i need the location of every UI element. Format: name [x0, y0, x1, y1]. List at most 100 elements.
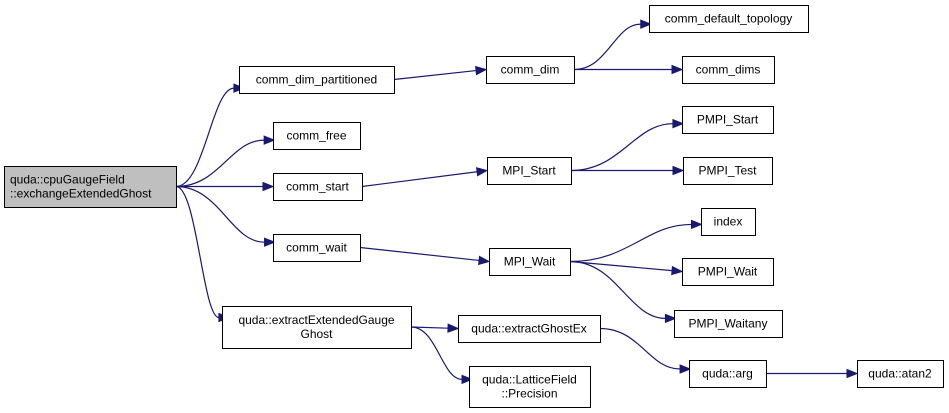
node-pmpi-waitany[interactable]: PMPI_Waitany [674, 310, 783, 338]
arrowhead-icon [672, 118, 685, 129]
edge-comm-start-to-mpi-start [361, 167, 489, 188]
node-box [222, 306, 412, 349]
edge-line [569, 260, 666, 319]
node-comm-start[interactable]: comm_start [273, 173, 363, 201]
arrowhead-icon [263, 135, 276, 145]
node-label: PMPI_Wait [698, 265, 758, 279]
node-label: PMPI_Waitany [689, 317, 768, 331]
node-precision[interactable]: quda::LatticeField::Precision [469, 366, 591, 408]
node-box [683, 157, 773, 185]
node-label: Ghost [300, 327, 333, 341]
edge-line [393, 69, 477, 81]
edge-mpi-wait-to-index [569, 219, 703, 263]
edge-mpi-wait-to-pmpi-wait [569, 260, 684, 276]
node-extractghostex[interactable]: quda::extractGhostEx [458, 315, 601, 343]
node-comm-dims[interactable]: comm_dims [682, 56, 775, 84]
node-box [682, 56, 775, 84]
node-root[interactable]: quda::cpuGaugeField::exchangeExtendedGho… [4, 166, 177, 208]
arrowhead-icon [846, 368, 859, 379]
node-box [239, 66, 395, 94]
node-label: quda::extractGhostEx [471, 322, 586, 336]
node-pmpi-wait[interactable]: PMPI_Wait [682, 258, 774, 286]
arrowhead-icon [679, 364, 692, 374]
node-index[interactable]: index [701, 208, 756, 236]
node-label: quda::cpuGaugeField [10, 173, 125, 187]
node-box [469, 366, 591, 408]
node-box [487, 157, 572, 185]
edge-mpi-start-to-pmpi-start [570, 118, 685, 172]
edge-root-to-extractextendedgaugeghost [175, 185, 231, 323]
node-box [273, 234, 361, 262]
arrowhead-icon [671, 64, 684, 75]
node-box [689, 360, 767, 388]
arrowhead-icon [478, 255, 491, 266]
node-box [701, 208, 756, 236]
edge-line [175, 139, 265, 188]
node-label: quda::arg [702, 367, 753, 381]
edge-line [570, 123, 673, 172]
node-box [458, 315, 601, 343]
edge-extractextendedgaugeghost-to-extractghostex [410, 323, 460, 333]
arrowhead-icon [640, 19, 653, 29]
edge-comm-dim-partitioned-to-comm-dim [393, 65, 488, 81]
node-comm-default-topology[interactable]: comm_default_topology [649, 5, 809, 33]
node-box [489, 248, 571, 276]
node-label: ::Precision [501, 387, 557, 401]
node-label: comm_default_topology [665, 12, 792, 26]
node-box [649, 5, 809, 33]
call-nodes: quda::cpuGaugeField::exchangeExtendedGho… [4, 5, 944, 408]
edge-mpi-wait-to-pmpi-waitany [569, 260, 677, 324]
node-label: MPI_Start [502, 164, 556, 178]
node-label: quda::atan2 [868, 367, 932, 381]
edge-line [573, 23, 641, 71]
node-box [682, 258, 774, 286]
node-atan2[interactable]: quda::atan2 [857, 360, 944, 388]
edge-root-to-comm-free [175, 135, 276, 188]
node-label: comm_start [286, 180, 349, 194]
arrowhead-icon [475, 65, 488, 76]
node-comm-dim-partitioned[interactable]: comm_dim_partitioned [239, 66, 395, 94]
edge-line [361, 171, 478, 188]
node-label: comm_wait [286, 241, 347, 255]
edge-mpi-start-to-pmpi-test [571, 165, 685, 176]
node-comm-free[interactable]: comm_free [273, 122, 361, 150]
node-label: comm_dim_partitioned [256, 73, 377, 87]
node-box [273, 173, 363, 201]
node-comm-wait[interactable]: comm_wait [273, 234, 361, 262]
edge-comm-dim-to-comm-dims [574, 64, 684, 75]
edge-line [569, 223, 692, 263]
edge-root-to-comm-dim-partitioned [175, 83, 246, 188]
node-arg[interactable]: quda::arg [689, 360, 767, 388]
node-box [674, 310, 783, 338]
node-pmpi-start[interactable]: PMPI_Start [682, 106, 774, 134]
arrowhead-icon [233, 83, 246, 93]
arrowhead-icon [664, 313, 677, 324]
arrowhead-icon [671, 265, 684, 276]
arrowhead-icon [264, 237, 276, 247]
node-label: comm_dims [696, 63, 761, 77]
arrowhead-icon [461, 374, 474, 385]
edge-line [410, 326, 449, 329]
edge-line [410, 326, 463, 380]
node-comm-dim[interactable]: comm_dim [486, 56, 575, 84]
node-label: comm_free [286, 129, 346, 143]
call-edges [175, 19, 859, 385]
edge-comm-wait-to-mpi-wait [359, 246, 491, 266]
arrowhead-icon [475, 167, 489, 177]
node-box [4, 166, 177, 208]
node-label: quda::LatticeField [482, 373, 577, 387]
edge-comm-dim-to-comm-default-topology [573, 19, 653, 71]
node-box [682, 106, 774, 134]
edge-line [175, 87, 235, 188]
node-box [857, 360, 944, 388]
node-label: PMPI_Start [697, 113, 759, 127]
edge-line [175, 185, 265, 243]
edge-arg-to-atan2 [766, 368, 859, 379]
node-pmpi-test[interactable]: PMPI_Test [683, 157, 773, 185]
node-mpi-wait[interactable]: MPI_Wait [489, 248, 571, 276]
node-mpi-start[interactable]: MPI_Start [487, 157, 572, 185]
node-label: index [714, 215, 743, 229]
node-box [486, 56, 575, 84]
